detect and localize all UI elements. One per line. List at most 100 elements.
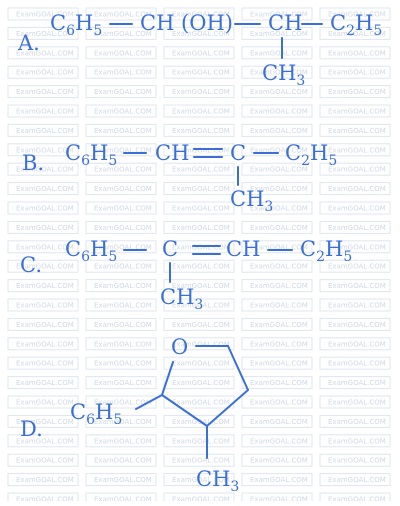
option-c-c: C bbox=[162, 237, 178, 261]
watermark-box bbox=[7, 240, 79, 254]
watermark-box bbox=[319, 182, 391, 196]
watermark-text: ExamGOAL.COM bbox=[94, 360, 152, 368]
watermark-text: ExamGOAL.COM bbox=[172, 282, 230, 290]
watermark-box bbox=[7, 162, 79, 176]
option-c: C. C6H5 C CH C2H5 CH3 bbox=[20, 237, 352, 313]
watermark-box bbox=[319, 414, 391, 428]
watermark-grid: ExamGOAL.COM ExamGOAL.COM ExamGOAL.COM Exam… bbox=[7, 7, 391, 506]
watermark-text: ExamGOAL.COM bbox=[328, 476, 386, 484]
watermark-box bbox=[163, 143, 235, 157]
watermark-text: ExamGOAL.COM bbox=[94, 205, 152, 213]
watermark-box bbox=[163, 356, 235, 370]
watermark-text: ExamGOAL.COM bbox=[172, 108, 230, 116]
watermark-box bbox=[319, 123, 391, 137]
watermark-text: ExamGOAL.COM bbox=[250, 127, 308, 135]
watermark-box bbox=[85, 337, 157, 351]
watermark-box bbox=[7, 143, 79, 157]
watermark-box bbox=[7, 259, 79, 273]
watermark-text: ExamGOAL.COM bbox=[328, 185, 386, 193]
watermark-text: ExamGOAL.COM bbox=[16, 11, 74, 19]
watermark-text: ExamGOAL.COM bbox=[172, 205, 230, 213]
watermark-box bbox=[85, 240, 157, 254]
watermark-box bbox=[7, 85, 79, 99]
option-c-c2h5: C2H5 bbox=[300, 237, 352, 265]
watermark-text: ExamGOAL.COM bbox=[94, 88, 152, 96]
watermark-text: ExamGOAL.COM bbox=[16, 127, 74, 135]
watermark-box bbox=[85, 201, 157, 215]
watermark-box bbox=[7, 220, 79, 234]
watermark-box bbox=[7, 182, 79, 196]
option-c-label: C. bbox=[20, 253, 42, 277]
watermark-text: ExamGOAL.COM bbox=[172, 321, 230, 329]
watermark-box bbox=[163, 240, 235, 254]
watermark-box bbox=[241, 182, 313, 196]
watermark-text: ExamGOAL.COM bbox=[94, 166, 152, 174]
watermark-text: ExamGOAL.COM bbox=[172, 127, 230, 135]
watermark-box bbox=[163, 279, 235, 293]
watermark-text: ExamGOAL.COM bbox=[328, 399, 386, 407]
watermark-text: ExamGOAL.COM bbox=[94, 127, 152, 135]
watermark-text: ExamGOAL.COM bbox=[250, 321, 308, 329]
watermark-box bbox=[163, 46, 235, 60]
watermark-box bbox=[85, 46, 157, 60]
option-d-c6h5: C6H5 bbox=[70, 400, 122, 428]
watermark-box bbox=[163, 162, 235, 176]
watermark-box bbox=[241, 65, 313, 79]
watermark-box bbox=[85, 414, 157, 428]
watermark-text: ExamGOAL.COM bbox=[94, 146, 152, 154]
watermark-text: ExamGOAL.COM bbox=[328, 69, 386, 77]
watermark-box bbox=[319, 7, 391, 21]
watermark-text: ExamGOAL.COM bbox=[94, 108, 152, 116]
watermark-box bbox=[163, 104, 235, 118]
watermark-box bbox=[241, 240, 313, 254]
watermark-text: ExamGOAL.COM bbox=[250, 108, 308, 116]
watermark-text: ExamGOAL.COM bbox=[250, 30, 308, 38]
watermark-text: ExamGOAL.COM bbox=[16, 476, 74, 484]
watermark-box bbox=[241, 279, 313, 293]
watermark-text: ExamGOAL.COM bbox=[16, 399, 74, 407]
option-d-bond-c2-o bbox=[161, 361, 174, 396]
watermark-box bbox=[163, 317, 235, 331]
watermark-text: ExamGOAL.COM bbox=[328, 263, 386, 271]
watermark-text: ExamGOAL.COM bbox=[328, 30, 386, 38]
watermark-box bbox=[7, 65, 79, 79]
watermark-box bbox=[163, 473, 235, 487]
watermark-box bbox=[85, 65, 157, 79]
option-a-label: A. bbox=[17, 31, 40, 55]
watermark-text: ExamGOAL.COM bbox=[172, 243, 230, 251]
watermark-text: ExamGOAL.COM bbox=[250, 88, 308, 96]
watermark-text: ExamGOAL.COM bbox=[328, 457, 386, 465]
watermark-text: ExamGOAL.COM bbox=[328, 49, 386, 57]
watermark-text: ExamGOAL.COM bbox=[172, 340, 230, 348]
watermark-text: ExamGOAL.COM bbox=[250, 360, 308, 368]
watermark-text: ExamGOAL.COM bbox=[94, 476, 152, 484]
watermark-box bbox=[241, 143, 313, 157]
watermark-text: ExamGOAL.COM bbox=[328, 340, 386, 348]
watermark-box bbox=[163, 298, 235, 312]
option-a-c2h5: C2H5 bbox=[330, 11, 382, 39]
watermark-text: ExamGOAL.COM bbox=[250, 476, 308, 484]
watermark-box bbox=[319, 220, 391, 234]
watermark-text: ExamGOAL.COM bbox=[172, 476, 230, 484]
watermark-box bbox=[241, 395, 313, 409]
watermark-box bbox=[7, 414, 79, 428]
watermark-text: ExamGOAL.COM bbox=[16, 205, 74, 213]
watermark-text: ExamGOAL.COM bbox=[250, 146, 308, 154]
watermark-box bbox=[241, 414, 313, 428]
watermark-text: ExamGOAL.COM bbox=[328, 11, 386, 19]
watermark-text: ExamGOAL.COM bbox=[250, 379, 308, 387]
watermark-box bbox=[319, 317, 391, 331]
watermark-box bbox=[7, 104, 79, 118]
watermark-box bbox=[85, 434, 157, 448]
watermark-box bbox=[7, 376, 79, 390]
watermark-text: ExamGOAL.COM bbox=[172, 166, 230, 174]
option-d-bond-c2-phenyl bbox=[135, 394, 163, 410]
watermark-text: ExamGOAL.COM bbox=[16, 360, 74, 368]
watermark-box bbox=[241, 473, 313, 487]
watermark-box bbox=[163, 220, 235, 234]
watermark-text: ExamGOAL.COM bbox=[250, 302, 308, 310]
watermark-box bbox=[163, 7, 235, 21]
option-b-label: B. bbox=[22, 151, 44, 175]
